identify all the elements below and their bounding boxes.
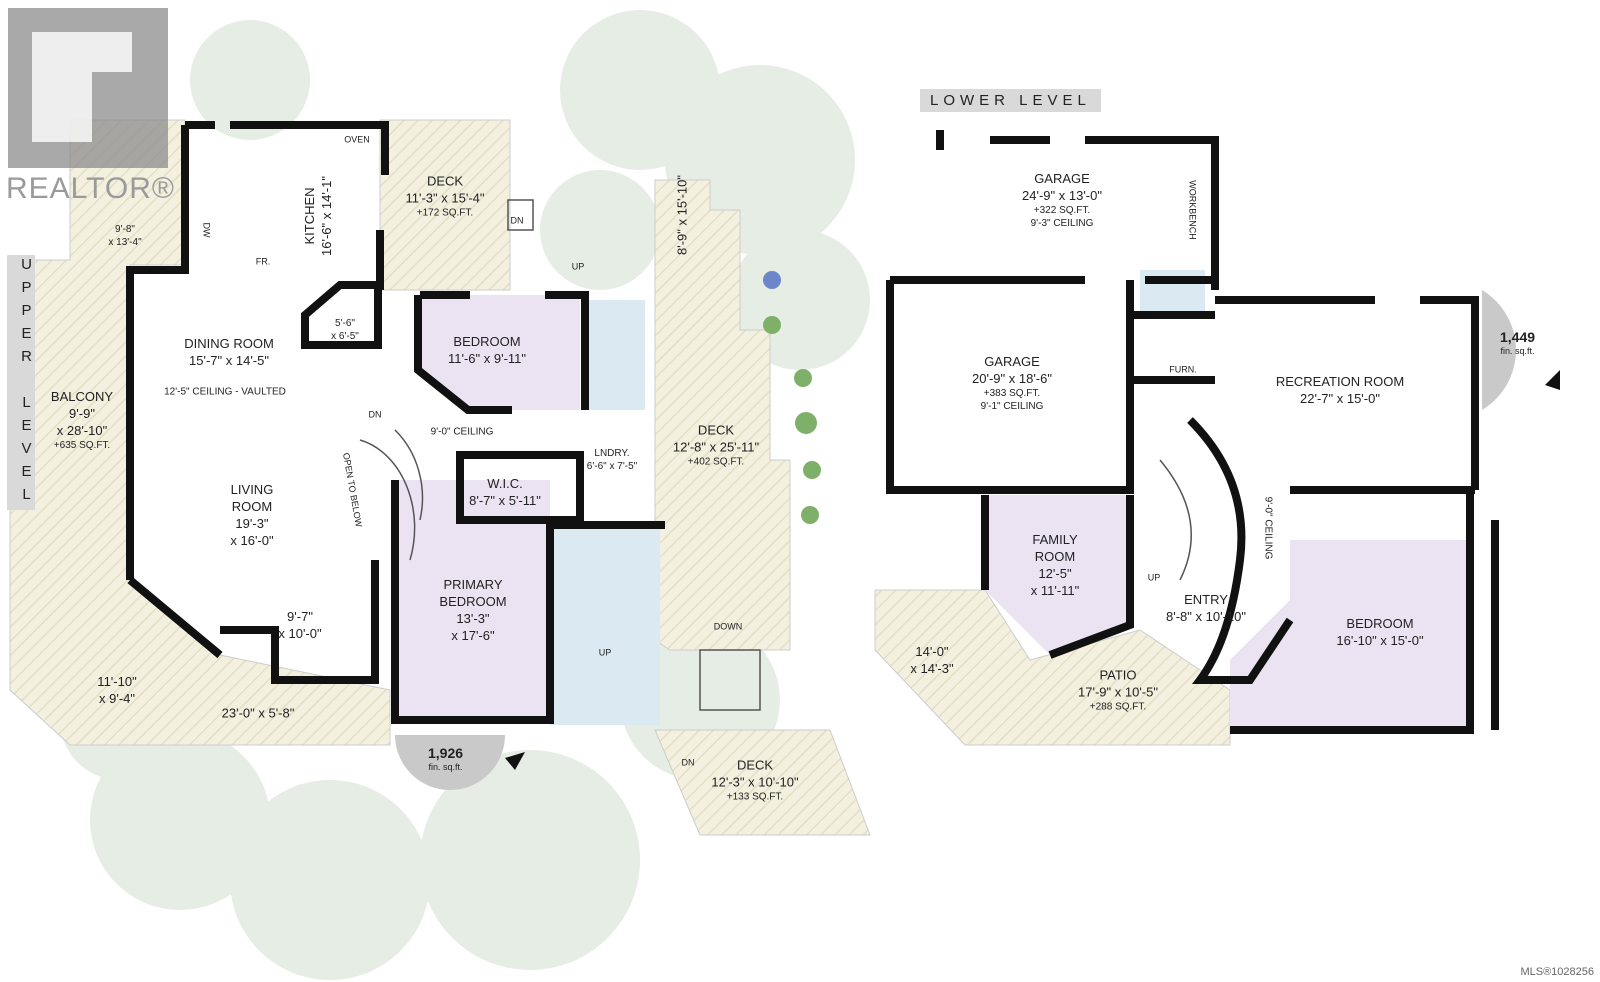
mls-number: MLS®1028256 [1520, 966, 1594, 978]
walls-lower [886, 130, 1499, 734]
stair-symbols [359, 199, 1192, 711]
north-arrow-circle-lower [1482, 290, 1516, 410]
realtor-logo-text: REALTOR® [6, 172, 176, 205]
lower-ceiling-note: 9'-0" CEILING [1262, 496, 1274, 560]
stairs-up-label: UP [1147, 572, 1161, 583]
down-label: DOWN [713, 621, 743, 632]
ceiling-note: 9'-0" CEILING [430, 426, 494, 438]
deck-top-stairs-label: DN [510, 215, 524, 226]
stair-up-label: UP [571, 261, 585, 272]
pantry-label: 5'-6"x 6'-5" [331, 318, 359, 342]
dining-ceiling-note: 12'-5" CEILING - VAULTED [164, 386, 286, 398]
dishwasher-label: DW [201, 222, 212, 238]
ensuite-up-label: UP [598, 647, 612, 658]
furnace-label: FURN. [1169, 364, 1197, 375]
north-arrow-circle-upper [395, 735, 505, 790]
fridge-label: FR. [255, 256, 271, 267]
balcony-front-label: 23'-0" x 5'-8" [221, 705, 295, 721]
north-arrow-icon-lower [1545, 370, 1560, 390]
alcove-label: 9'-7"x 10'-0" [278, 609, 322, 641]
deck-side-label: 8'-9" x 15'-10" [674, 175, 690, 255]
deck-areas [9, 119, 1231, 836]
north-arrow-icon-upper [505, 752, 525, 770]
shrub-icons [763, 271, 821, 524]
patio-corner-label: 14'-0"x 14'-3" [910, 644, 954, 676]
workbench-label: WORKBENCH [1187, 180, 1198, 240]
oven-label: OVEN [344, 134, 370, 145]
deck-lower-stairs-label: DN [681, 757, 695, 768]
balcony-corner-label: 11'-10"x 9'-4" [97, 674, 137, 706]
lower-level-tag: LOWER LEVEL [920, 89, 1101, 112]
laundry-label: LNDRY.6'-6" x 7'-5" [586, 448, 638, 472]
realtor-logo [8, 8, 168, 173]
walls-upper [126, 121, 665, 724]
stairs-down-label: DN [368, 409, 382, 420]
upper-level-tag: UPPER LEVEL [7, 255, 35, 510]
room-fills [395, 270, 1470, 730]
nook-label: 9'-8"x 13'-4" [108, 224, 142, 248]
wic-label: W.I.C.8'-7" x 5'-11" [469, 476, 541, 508]
